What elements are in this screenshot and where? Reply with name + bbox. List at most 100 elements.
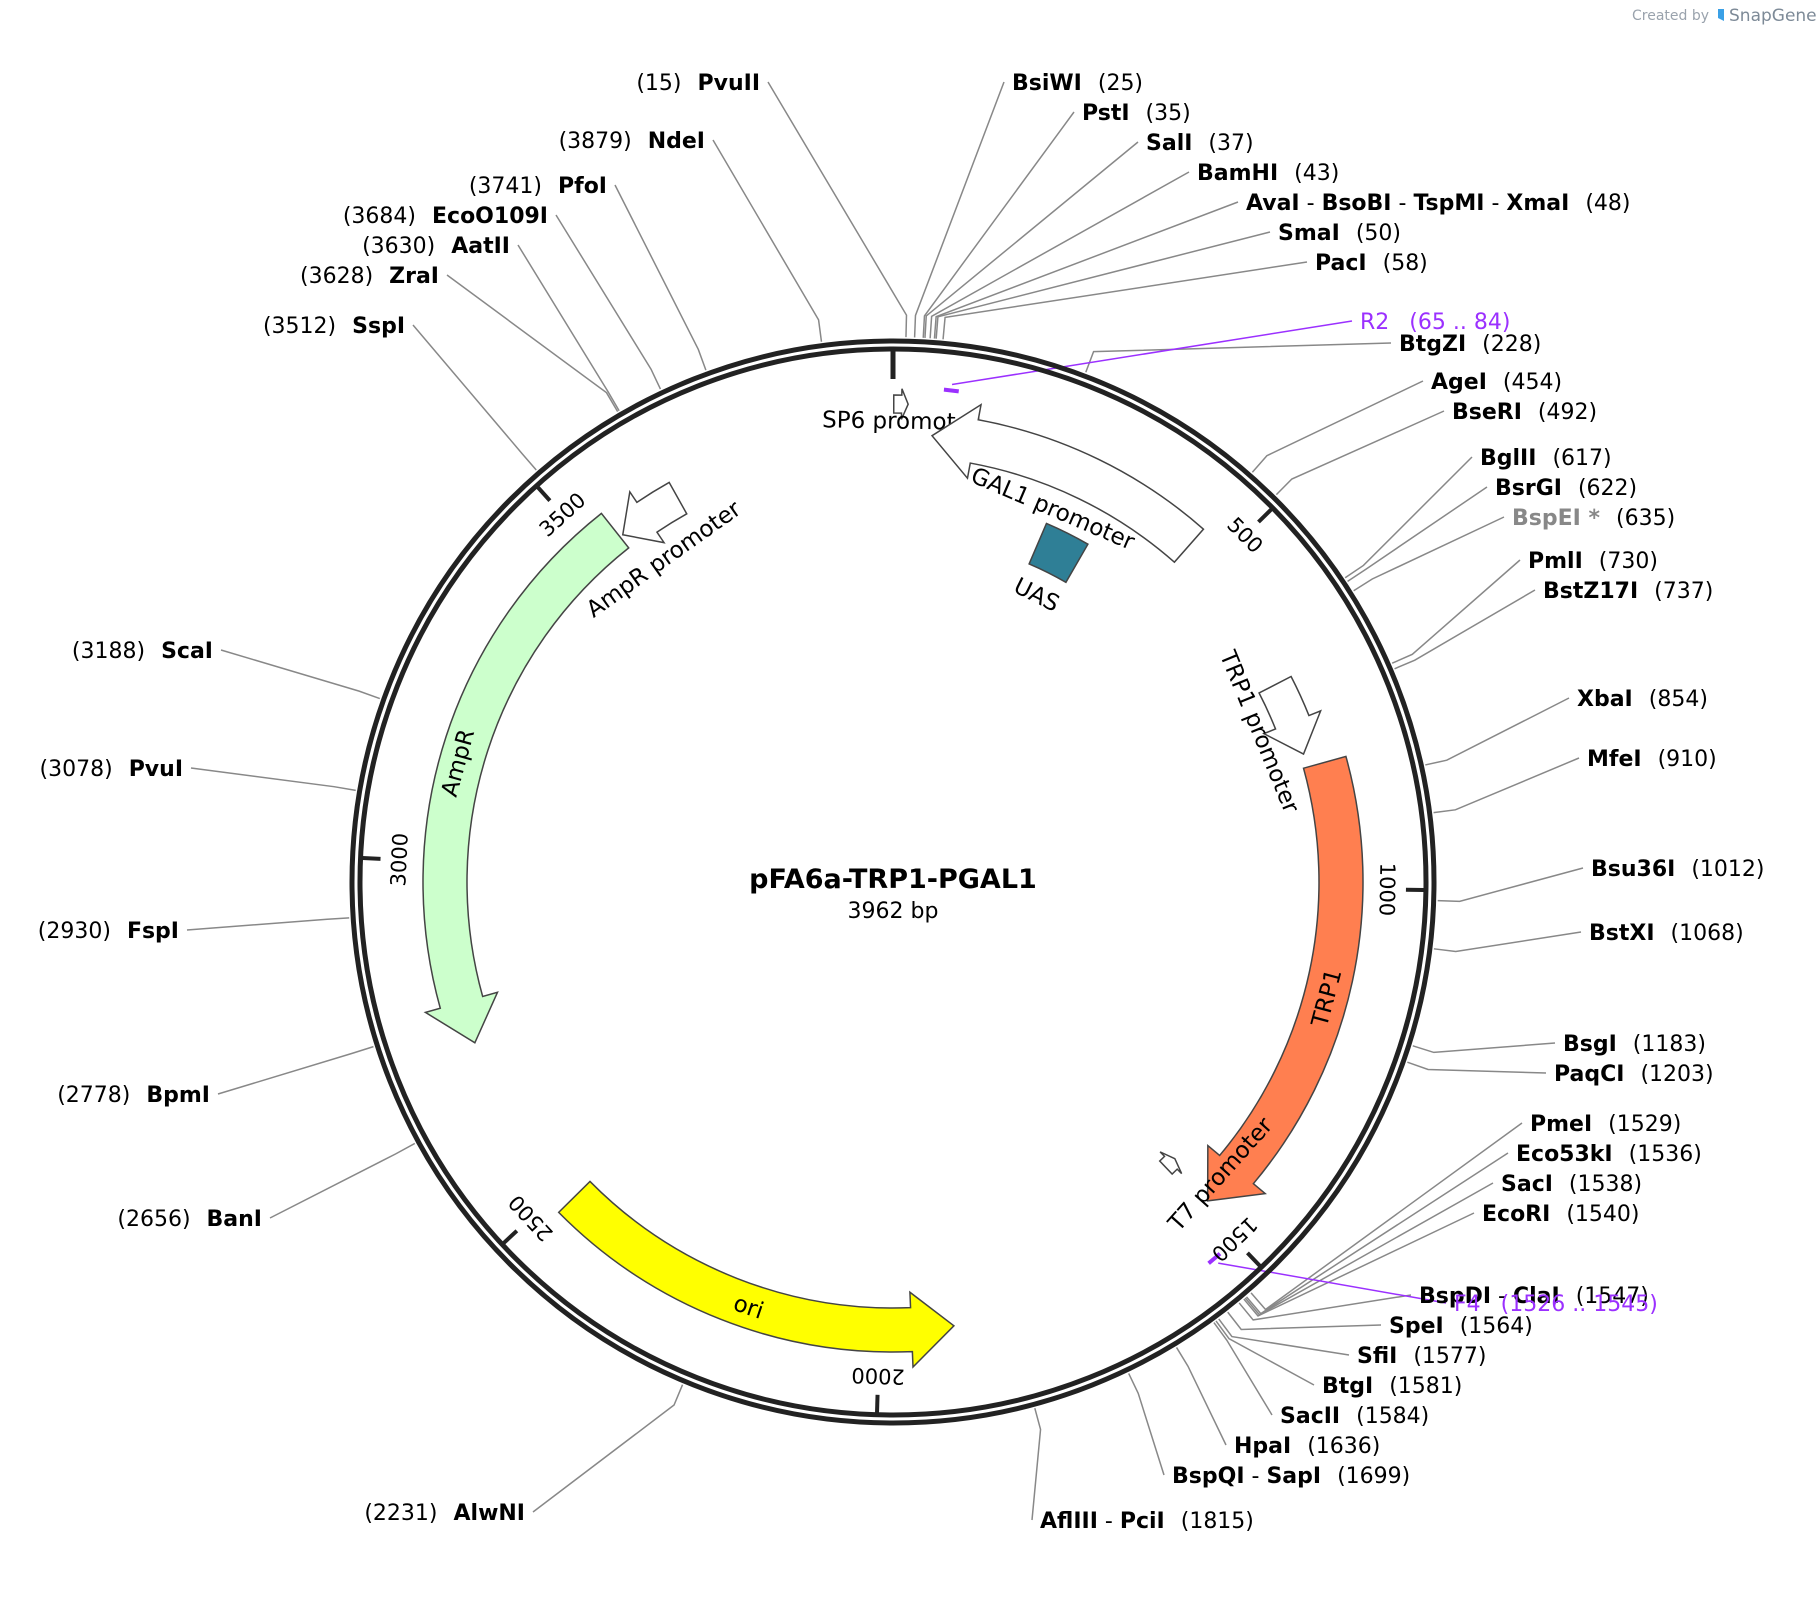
enzyme-leader <box>517 244 620 412</box>
enzyme-sfii[interactable]: SfiI(1577) <box>1357 1344 1487 1369</box>
feature-ori[interactable] <box>557 1180 956 1369</box>
enzyme-leader <box>1433 757 1580 814</box>
enzyme-ecoo109i[interactable]: (3684)EcoO109I <box>343 204 548 229</box>
enzyme-paci[interactable]: PacI(58) <box>1315 251 1428 276</box>
feature-trp1p[interactable] <box>1258 675 1322 756</box>
enzyme-leader <box>942 261 1308 340</box>
enzyme-scai[interactable]: (3188)ScaI <box>72 639 213 664</box>
enzyme-leader <box>929 171 1190 339</box>
plasmid-backbone <box>349 338 1437 1426</box>
enzyme-bglii[interactable]: BglII(617) <box>1480 446 1612 471</box>
enzyme-bseri[interactable]: BseRI(492) <box>1452 400 1597 425</box>
enzyme-bsgi[interactable]: BsgI(1183) <box>1563 1032 1706 1057</box>
enzyme-leader <box>913 81 1005 338</box>
enzyme-btgzi[interactable]: BtgZI(228) <box>1399 332 1541 357</box>
enzyme-bspei[interactable]: BspEI *(635) <box>1512 506 1675 531</box>
enzyme-sali[interactable]: SalI(37) <box>1146 131 1254 156</box>
enzyme-sspi[interactable]: (3512)SspI <box>263 314 405 339</box>
enzyme-leader <box>1425 697 1570 766</box>
plasmid-size: 3962 bp <box>848 899 939 924</box>
enzyme-leader <box>186 917 350 931</box>
enzyme-leader <box>1347 486 1488 582</box>
enzyme-leader <box>1433 931 1582 953</box>
enzyme-ecori[interactable]: EcoRI(1540) <box>1482 1202 1639 1227</box>
enzyme-leader <box>933 201 1239 339</box>
enzyme-bstxi[interactable]: BstXI(1068) <box>1589 921 1744 946</box>
primer-r2-arc[interactable] <box>943 387 960 394</box>
enzyme-leader <box>1391 559 1521 664</box>
enzyme-leader <box>935 231 1271 339</box>
tick-mark <box>1257 507 1273 524</box>
enzyme-pmli[interactable]: PmlI(730) <box>1528 549 1658 574</box>
enzyme-afliii-pcii[interactable]: AflIII - PciI(1815) <box>1040 1509 1254 1534</box>
enzyme-leader <box>712 139 823 342</box>
enzyme-leader <box>1437 867 1584 903</box>
enzyme-paqci[interactable]: PaqCI(1203) <box>1554 1062 1714 1087</box>
enzyme-psti[interactable]: PstI(35) <box>1082 101 1191 126</box>
enzyme-bsrgi[interactable]: BsrGI(622) <box>1495 476 1637 501</box>
enzyme-leader <box>1215 1320 1315 1386</box>
feature-sp6[interactable] <box>892 388 909 420</box>
enzyme-leader <box>1031 1408 1042 1521</box>
enzyme-smai[interactable]: SmaI(50) <box>1278 221 1401 246</box>
enzyme-bsu36i[interactable]: Bsu36I(1012) <box>1591 857 1764 882</box>
enzyme-leader <box>1394 589 1536 670</box>
feature-trp1[interactable] <box>1206 755 1364 1202</box>
enzyme-pvuii[interactable]: (15)PvuII <box>636 71 760 96</box>
snapgene-credit: Created by SnapGene <box>1632 6 1817 26</box>
enzyme-pvui[interactable]: (3078)PvuI <box>40 757 183 782</box>
enzyme-spei[interactable]: SpeI(1564) <box>1389 1314 1533 1339</box>
primer-f4-label[interactable]: F4(1526 .. 1545) <box>1454 1292 1658 1317</box>
tick-mark <box>362 856 381 861</box>
enzyme-hpai[interactable]: HpaI(1636) <box>1234 1434 1380 1459</box>
enzyme-eco53ki[interactable]: Eco53kI(1536) <box>1516 1142 1702 1167</box>
feature-gal1[interactable] <box>930 403 1205 564</box>
tick-mark <box>875 1394 880 1413</box>
enzyme-agei[interactable]: AgeI(454) <box>1431 370 1562 395</box>
feature-uas[interactable] <box>1028 522 1089 584</box>
enzyme-btgi[interactable]: BtgI(1581) <box>1322 1374 1462 1399</box>
primer-r2-label[interactable]: R2(65 .. 84) <box>1360 310 1510 335</box>
enzyme-bspdi-clai[interactable]: BspDI - ClaI(1547) <box>1419 1284 1649 1309</box>
enzyme-sacii[interactable]: SacII(1584) <box>1280 1404 1429 1429</box>
feature-amprp[interactable] <box>621 481 688 544</box>
enzyme-ndei[interactable]: (3879)NdeI <box>559 129 705 154</box>
tick-label: 2000 <box>851 1363 905 1389</box>
enzyme-leader <box>1128 1373 1165 1476</box>
enzyme-leader <box>269 1142 416 1219</box>
enzyme-bpmi[interactable]: (2778)BpmI <box>57 1083 210 1108</box>
enzyme-xbai[interactable]: XbaI(854) <box>1577 687 1708 712</box>
snapgene-logo-icon <box>1718 9 1724 21</box>
enzyme-alwni[interactable]: (2231)AlwNI <box>364 1501 525 1526</box>
plasmid-name: pFA6a-TRP1-PGAL1 <box>749 864 1037 895</box>
enzyme-leader <box>1251 380 1424 473</box>
enzyme-leader <box>532 1384 684 1513</box>
enzyme-leader <box>922 111 1075 338</box>
enzyme-leader <box>924 141 1139 338</box>
enzyme-zrai[interactable]: (3628)ZraI <box>300 264 439 289</box>
enzyme-bstz17i[interactable]: BstZ17I(737) <box>1543 579 1713 604</box>
primer-leader <box>951 320 1353 386</box>
enzyme-avai-bsobi-tspmi-xmai[interactable]: AvaI - BsoBI - TspMI - XmaI(48) <box>1246 191 1630 216</box>
feature-t7[interactable] <box>1158 1151 1183 1176</box>
enzyme-leader <box>1085 342 1392 373</box>
enzyme-mfei[interactable]: MfeI(910) <box>1587 747 1717 772</box>
enzyme-aatii[interactable]: (3630)AatII <box>362 234 510 259</box>
enzyme-bspqi-sapi[interactable]: BspQI - SapI(1699) <box>1172 1464 1410 1489</box>
enzyme-bamhi[interactable]: BamHI(43) <box>1197 161 1339 186</box>
enzyme-pmei[interactable]: PmeI(1529) <box>1530 1112 1681 1137</box>
enzyme-bsiwi[interactable]: BsiWI(25) <box>1012 71 1143 96</box>
feature-ampr[interactable] <box>422 512 630 1044</box>
tick-mark <box>502 1229 519 1245</box>
primer-f4-arc[interactable] <box>1207 1252 1222 1265</box>
enzyme-leader <box>614 184 707 371</box>
enzyme-pfoi[interactable]: (3741)PfoI <box>469 174 607 199</box>
enzyme-saci[interactable]: SacI(1538) <box>1501 1172 1642 1197</box>
enzyme-leader <box>1243 1212 1475 1317</box>
enzyme-fspi[interactable]: (2930)FspI <box>38 919 179 944</box>
enzyme-leader <box>412 324 537 471</box>
enzyme-leader <box>446 274 619 413</box>
enzyme-leader <box>1213 1322 1273 1416</box>
enzyme-bani[interactable]: (2656)BanI <box>117 1207 262 1232</box>
